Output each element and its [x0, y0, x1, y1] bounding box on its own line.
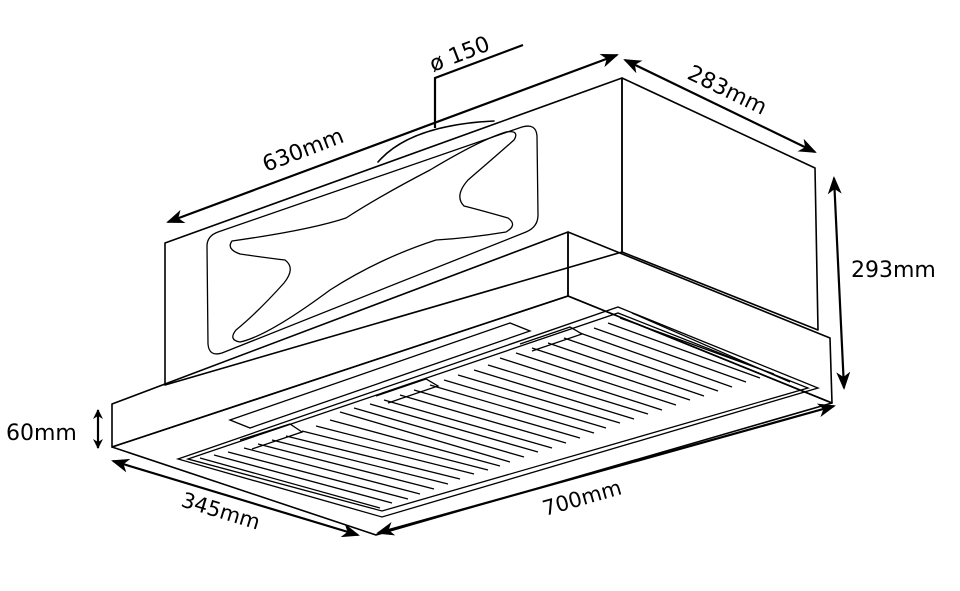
light-strips	[228, 322, 532, 429]
chimney-depth-label: 283mm	[683, 61, 770, 121]
canopy-height-dimension: 60mm	[6, 409, 103, 449]
duct-diameter-label: ø 150	[426, 32, 493, 78]
chimney-width-dimension: 630mm	[166, 53, 619, 224]
total-height-label: 293mm	[851, 258, 936, 283]
canopy-width-dimension: 700mm	[376, 403, 836, 536]
chimney-width-label: 630mm	[259, 124, 347, 178]
canopy-height-label: 60mm	[6, 421, 77, 446]
filter-right	[499, 312, 791, 411]
duct-diameter-callout: ø 150	[426, 32, 524, 128]
total-height-dimension: 293mm	[827, 176, 936, 390]
grease-filters	[175, 306, 820, 518]
chimney-depth-dimension: 283mm	[623, 59, 817, 153]
access-panel	[206, 125, 539, 355]
chimney-body	[164, 77, 819, 386]
canopy-depth-label: 345mm	[179, 488, 263, 535]
canopy-width-label: 700mm	[540, 475, 624, 520]
